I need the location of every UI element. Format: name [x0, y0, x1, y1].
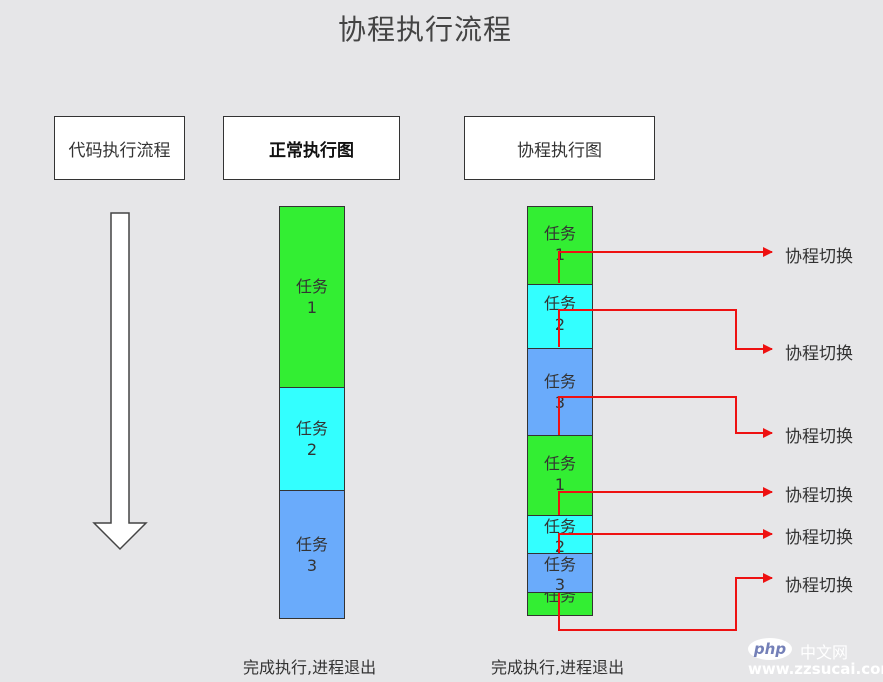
normal-exec-header: 正常执行图 — [223, 116, 400, 180]
normal-task-block-3: 任务 3 — [279, 490, 345, 619]
coroutine-task-2-name: 任务 — [543, 294, 576, 313]
down-arrow-icon — [92, 212, 148, 551]
switch-label-5: 协程切换 — [785, 528, 853, 548]
normal-exec-header-label: 正常执行图 — [269, 140, 354, 161]
normal-task-3-name: 任务 — [295, 534, 328, 554]
coroutine-task-4-name: 任务 — [543, 454, 576, 473]
coroutine-task-6-number: 3 — [554, 575, 566, 593]
switch-arrow-2 — [558, 309, 773, 354]
normal-task-2-name: 任务 — [295, 419, 328, 438]
watermark-site-name: 中文网 — [800, 643, 849, 662]
switch-label-6: 协程切换 — [785, 576, 853, 596]
code-flow-header-label: 代码执行流程 — [68, 140, 171, 161]
watermark-url: www.zzsucai.com — [748, 660, 883, 678]
switch-arrow-5 — [558, 529, 773, 553]
normal-task-1-number: 1 — [306, 298, 318, 317]
switch-label-4: 协程切换 — [785, 486, 853, 506]
diagram-title: 协程执行流程 — [337, 13, 512, 46]
switch-arrow-1 — [558, 247, 773, 283]
switch-arrow-4 — [558, 487, 773, 515]
site-watermark: php 中文网 www.zzsucai.com — [748, 636, 883, 678]
coroutine-task-4-number: 1 — [554, 475, 566, 494]
switch-arrow-6 — [558, 573, 773, 631]
coroutine-exec-header: 协程执行图 — [464, 116, 655, 180]
normal-footer-caption: 完成执行,进程退出 — [243, 658, 377, 677]
switch-label-2: 协程切换 — [785, 344, 853, 364]
code-flow-header: 代码执行流程 — [54, 116, 185, 180]
normal-task-3-number: 3 — [306, 555, 318, 575]
coroutine-task-3-name: 任务 — [543, 372, 576, 391]
switch-label-1: 协程切换 — [785, 247, 853, 267]
coroutine-exec-header-label: 协程执行图 — [517, 140, 602, 161]
normal-task-2-number: 2 — [306, 440, 318, 459]
coroutine-footer-caption: 完成执行,进程退出 — [491, 658, 625, 677]
coroutine-task-5-name: 任务 — [543, 517, 576, 536]
switch-label-3: 协程切换 — [785, 427, 853, 447]
coroutine-task-1-name: 任务 — [543, 224, 576, 243]
normal-task-1-name: 任务 — [295, 277, 328, 296]
normal-task-block-2: 任务 2 — [279, 387, 345, 491]
switch-arrow-3 — [558, 396, 773, 438]
php-logo: php — [748, 638, 792, 660]
coroutine-task-6-name: 任务 — [543, 555, 576, 574]
